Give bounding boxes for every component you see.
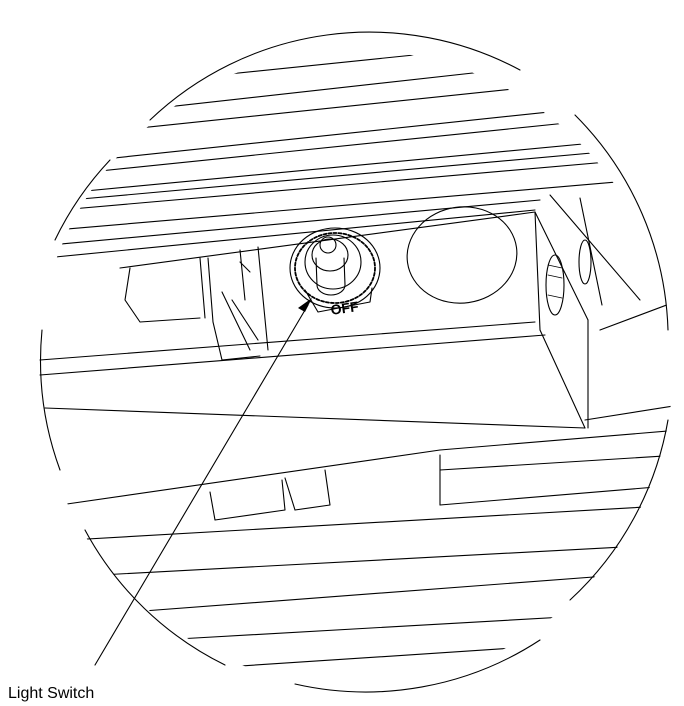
detail-view-outline [39, 31, 669, 693]
round-opening [406, 206, 518, 304]
lower-base-rails [59, 429, 673, 669]
left-bracket [124, 246, 269, 361]
switch-off-marking: OFF [330, 298, 360, 318]
top-rail-extrusion [44, 50, 641, 259]
right-side-bracket [545, 197, 673, 421]
callout-label: Light Switch [8, 685, 94, 702]
callout-leader-arrow [94, 298, 312, 666]
light-switch: OFF [289, 227, 381, 318]
switch-housing-panel [39, 194, 641, 429]
